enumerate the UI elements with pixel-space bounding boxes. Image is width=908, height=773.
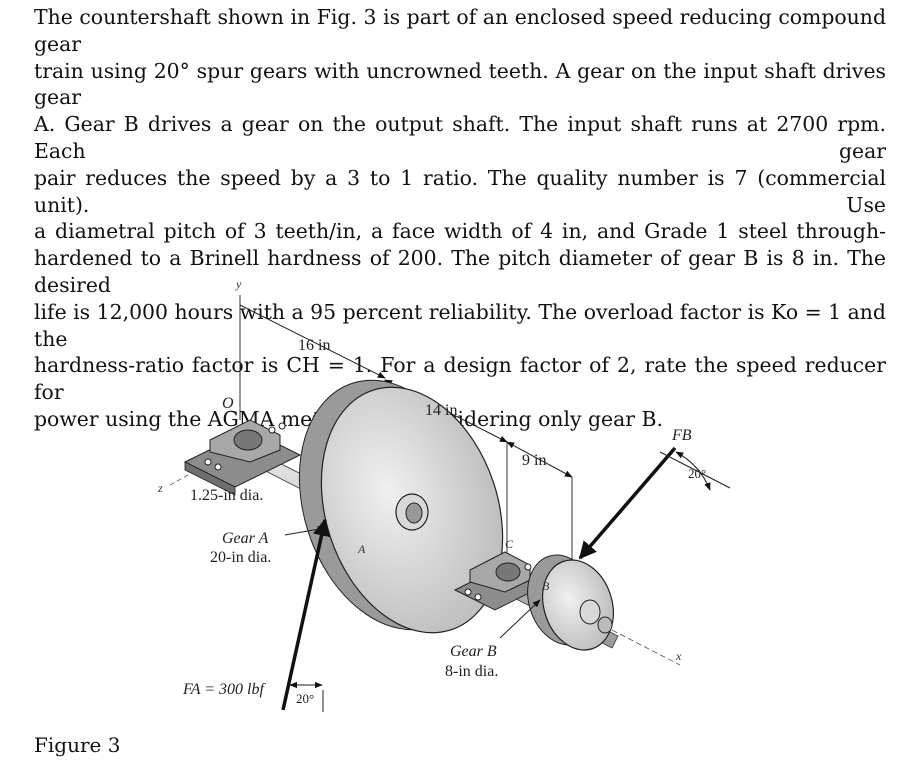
force-b-arrow (578, 446, 677, 560)
x-axis-label: x (675, 649, 682, 663)
bearing-c-label: C (505, 537, 514, 551)
gear-b-dia-label: 8-in dia. (445, 663, 498, 680)
force-a-arrow (281, 518, 331, 711)
dim-line-9 (506, 441, 573, 478)
force-b-label: FB (671, 427, 692, 444)
dim-label-16: 16 in (298, 337, 330, 354)
shaft-diameter-label: 1.25-in dia. (190, 487, 263, 504)
gear-a-name-label: Gear A (222, 530, 269, 547)
angle-b-label: 20° (688, 466, 706, 481)
origin-label: O (222, 395, 234, 412)
dim-line-16 (239, 304, 386, 379)
bearing-o (183, 419, 302, 496)
dim-label-9: 9 in (522, 452, 546, 469)
gear-a (298, 379, 504, 634)
problem-line: hardness-ratio factor is CH = 1. For a d… (34, 353, 886, 405)
force-a-label: FA = 300 lbf (182, 681, 266, 698)
gear-a-letter: A (357, 542, 366, 556)
gear-b-leader (499, 599, 541, 639)
problem-line: A. Gear B drives a gear on the output sh… (34, 112, 886, 163)
gear-a-leader (284, 526, 326, 536)
angle-a-label: 20° (296, 691, 314, 706)
figure-caption: Figure 3 (34, 733, 121, 757)
z-axis-label: z (157, 481, 163, 495)
problem-line: a diametral pitch of 3 teeth/in, a face … (34, 219, 886, 244)
dim-label-14: 14 in (425, 402, 457, 419)
bearing-c (453, 551, 547, 611)
problem-line: train using 20° spur gears with uncrowne… (34, 58, 886, 110)
problem-line: pair reduces the speed by a 3 to 1 ratio… (34, 165, 886, 217)
angle-b-arc (675, 451, 711, 491)
x-axis-line (611, 629, 681, 666)
gear-b-name-label: Gear B (450, 643, 497, 660)
problem-line: The countershaft shown in Fig. 3 is part… (34, 5, 886, 56)
gear-a-dia-label: 20-in dia. (210, 549, 271, 566)
gear-b (527, 554, 614, 651)
y-axis-label: y (235, 277, 242, 291)
problem-line: hardened to a Brinell hardness of 200. T… (34, 246, 886, 297)
gear-b-letter: B (542, 579, 550, 593)
problem-line: life is 12,000 hours with a 95 percent r… (34, 299, 886, 351)
